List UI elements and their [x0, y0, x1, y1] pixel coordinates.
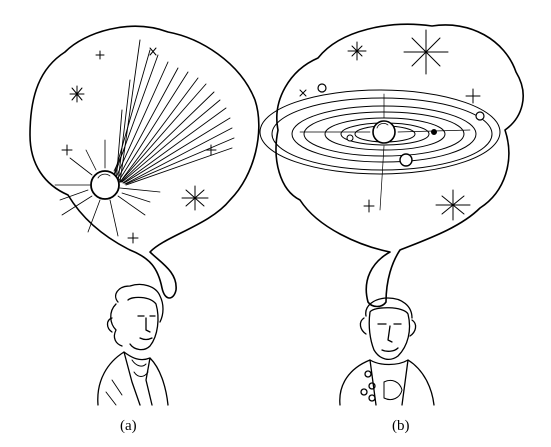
thought-bubble-b [275, 23, 524, 308]
sun-a [54, 139, 161, 237]
portrait-b [339, 297, 435, 406]
panel-a [29, 25, 260, 299]
caption-a: (a) [120, 418, 137, 434]
caption-b: (b) [392, 418, 410, 434]
panel-b [259, 23, 524, 308]
solar-system-b [259, 83, 501, 211]
stars-b [299, 29, 481, 221]
portrait-a [97, 283, 169, 406]
thought-bubble-a [29, 25, 260, 299]
stars-a [61, 47, 217, 244]
comet-tail-a [111, 39, 235, 186]
